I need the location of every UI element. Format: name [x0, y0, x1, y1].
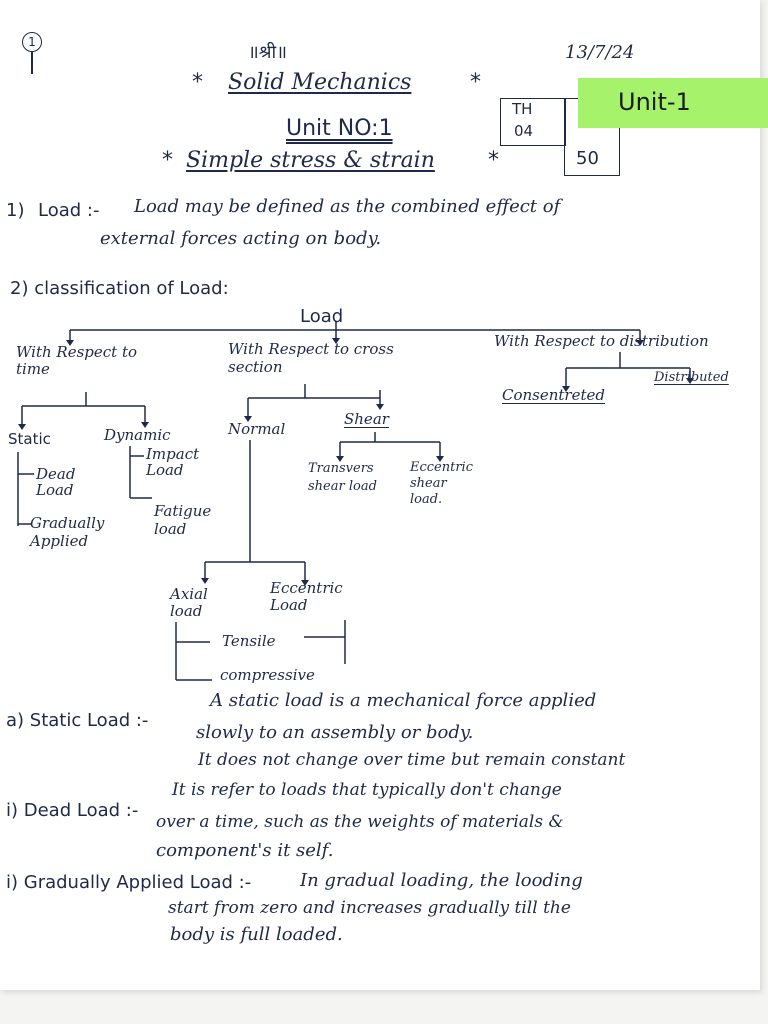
node-shear: Shear — [344, 410, 389, 428]
node-transverse-shear: Transvers shear load — [308, 461, 377, 494]
marks-th-label: TH — [512, 100, 533, 118]
node-dead-load: Dead Load — [36, 465, 76, 499]
node-distributed: Distributed — [654, 370, 729, 385]
node-concentrated: Consentreted — [502, 386, 605, 404]
node-eccentric-load: Eccentric Load — [270, 579, 343, 614]
node-normal: Normal — [228, 420, 286, 438]
topic-star-left: * — [162, 148, 173, 173]
topic-star-right: * — [488, 148, 499, 173]
node-fatigue-load: Fatigue load — [154, 502, 212, 538]
node-dynamic: Dynamic — [104, 426, 171, 444]
page-number: 1 — [22, 32, 42, 52]
branch-cross-section: With Respect to cross section — [228, 340, 394, 376]
tree-root-load: Load — [300, 306, 344, 327]
unit-tag-label: Unit-1 — [618, 88, 691, 116]
node-eccentric-shear: Eccentric shear load. — [410, 460, 473, 507]
dead-load-label: i) Dead Load :- — [6, 800, 139, 821]
notebook-page: 1 ॥श्री॥ 13/7/24 * Solid Mechanics * Uni… — [0, 0, 768, 990]
title-star-left: * — [192, 70, 203, 95]
gradual-load-line-3: body is full loaded. — [170, 924, 343, 945]
static-load-line-3: It does not change over time but remain … — [198, 750, 626, 770]
marks-total: 50 — [576, 148, 599, 169]
dead-load-line-1: It is refer to loads that typically don'… — [172, 780, 562, 800]
definition-number: 1) — [6, 200, 25, 221]
node-compressive: compressive — [220, 666, 315, 684]
marks-th-value: 04 — [514, 122, 534, 140]
gradual-load-line-2: start from zero and increases gradually … — [168, 898, 571, 918]
topic-title: Simple stress & strain — [186, 148, 435, 173]
branch-time: With Respect to time — [16, 343, 138, 378]
node-gradually-applied: Gradually Applied — [30, 514, 105, 550]
dead-load-line-2: over a time, such as the weights of mate… — [156, 812, 564, 832]
marks-th-cell — [500, 98, 566, 146]
date: 13/7/24 — [565, 42, 635, 63]
classification-heading: 2) classification of Load: — [10, 278, 229, 299]
branch-distribution: With Respect to distribution — [494, 332, 709, 350]
title-star-right: * — [470, 70, 481, 95]
node-impact-load: Impact Load — [146, 445, 200, 479]
definition-line-1: Load may be defined as the combined effe… — [134, 196, 561, 217]
definition-term: Load :- — [38, 200, 100, 221]
static-load-label: a) Static Load :- — [6, 710, 149, 731]
unit-sticky-tag: Unit-1 — [578, 78, 768, 128]
subject-title: Solid Mechanics — [228, 70, 412, 95]
node-static: Static — [8, 430, 51, 448]
node-axial-load: Axial load — [170, 585, 208, 620]
dead-load-line-3: component's it self. — [156, 840, 334, 861]
gradual-load-label: i) Gradually Applied Load :- — [6, 872, 252, 893]
page-number-stem — [31, 52, 33, 74]
static-load-line-1: A static load is a mechanical force appl… — [210, 690, 597, 711]
definition-line-2: external forces acting on body. — [100, 228, 382, 249]
static-load-line-2: slowly to an assembly or body. — [196, 722, 474, 743]
gradual-load-line-1: In gradual loading, the looding — [300, 870, 583, 891]
unit-label: Unit NO:1 — [286, 116, 393, 141]
top-mark: ॥श्री॥ — [248, 42, 287, 63]
node-tensile: Tensile — [222, 632, 276, 650]
